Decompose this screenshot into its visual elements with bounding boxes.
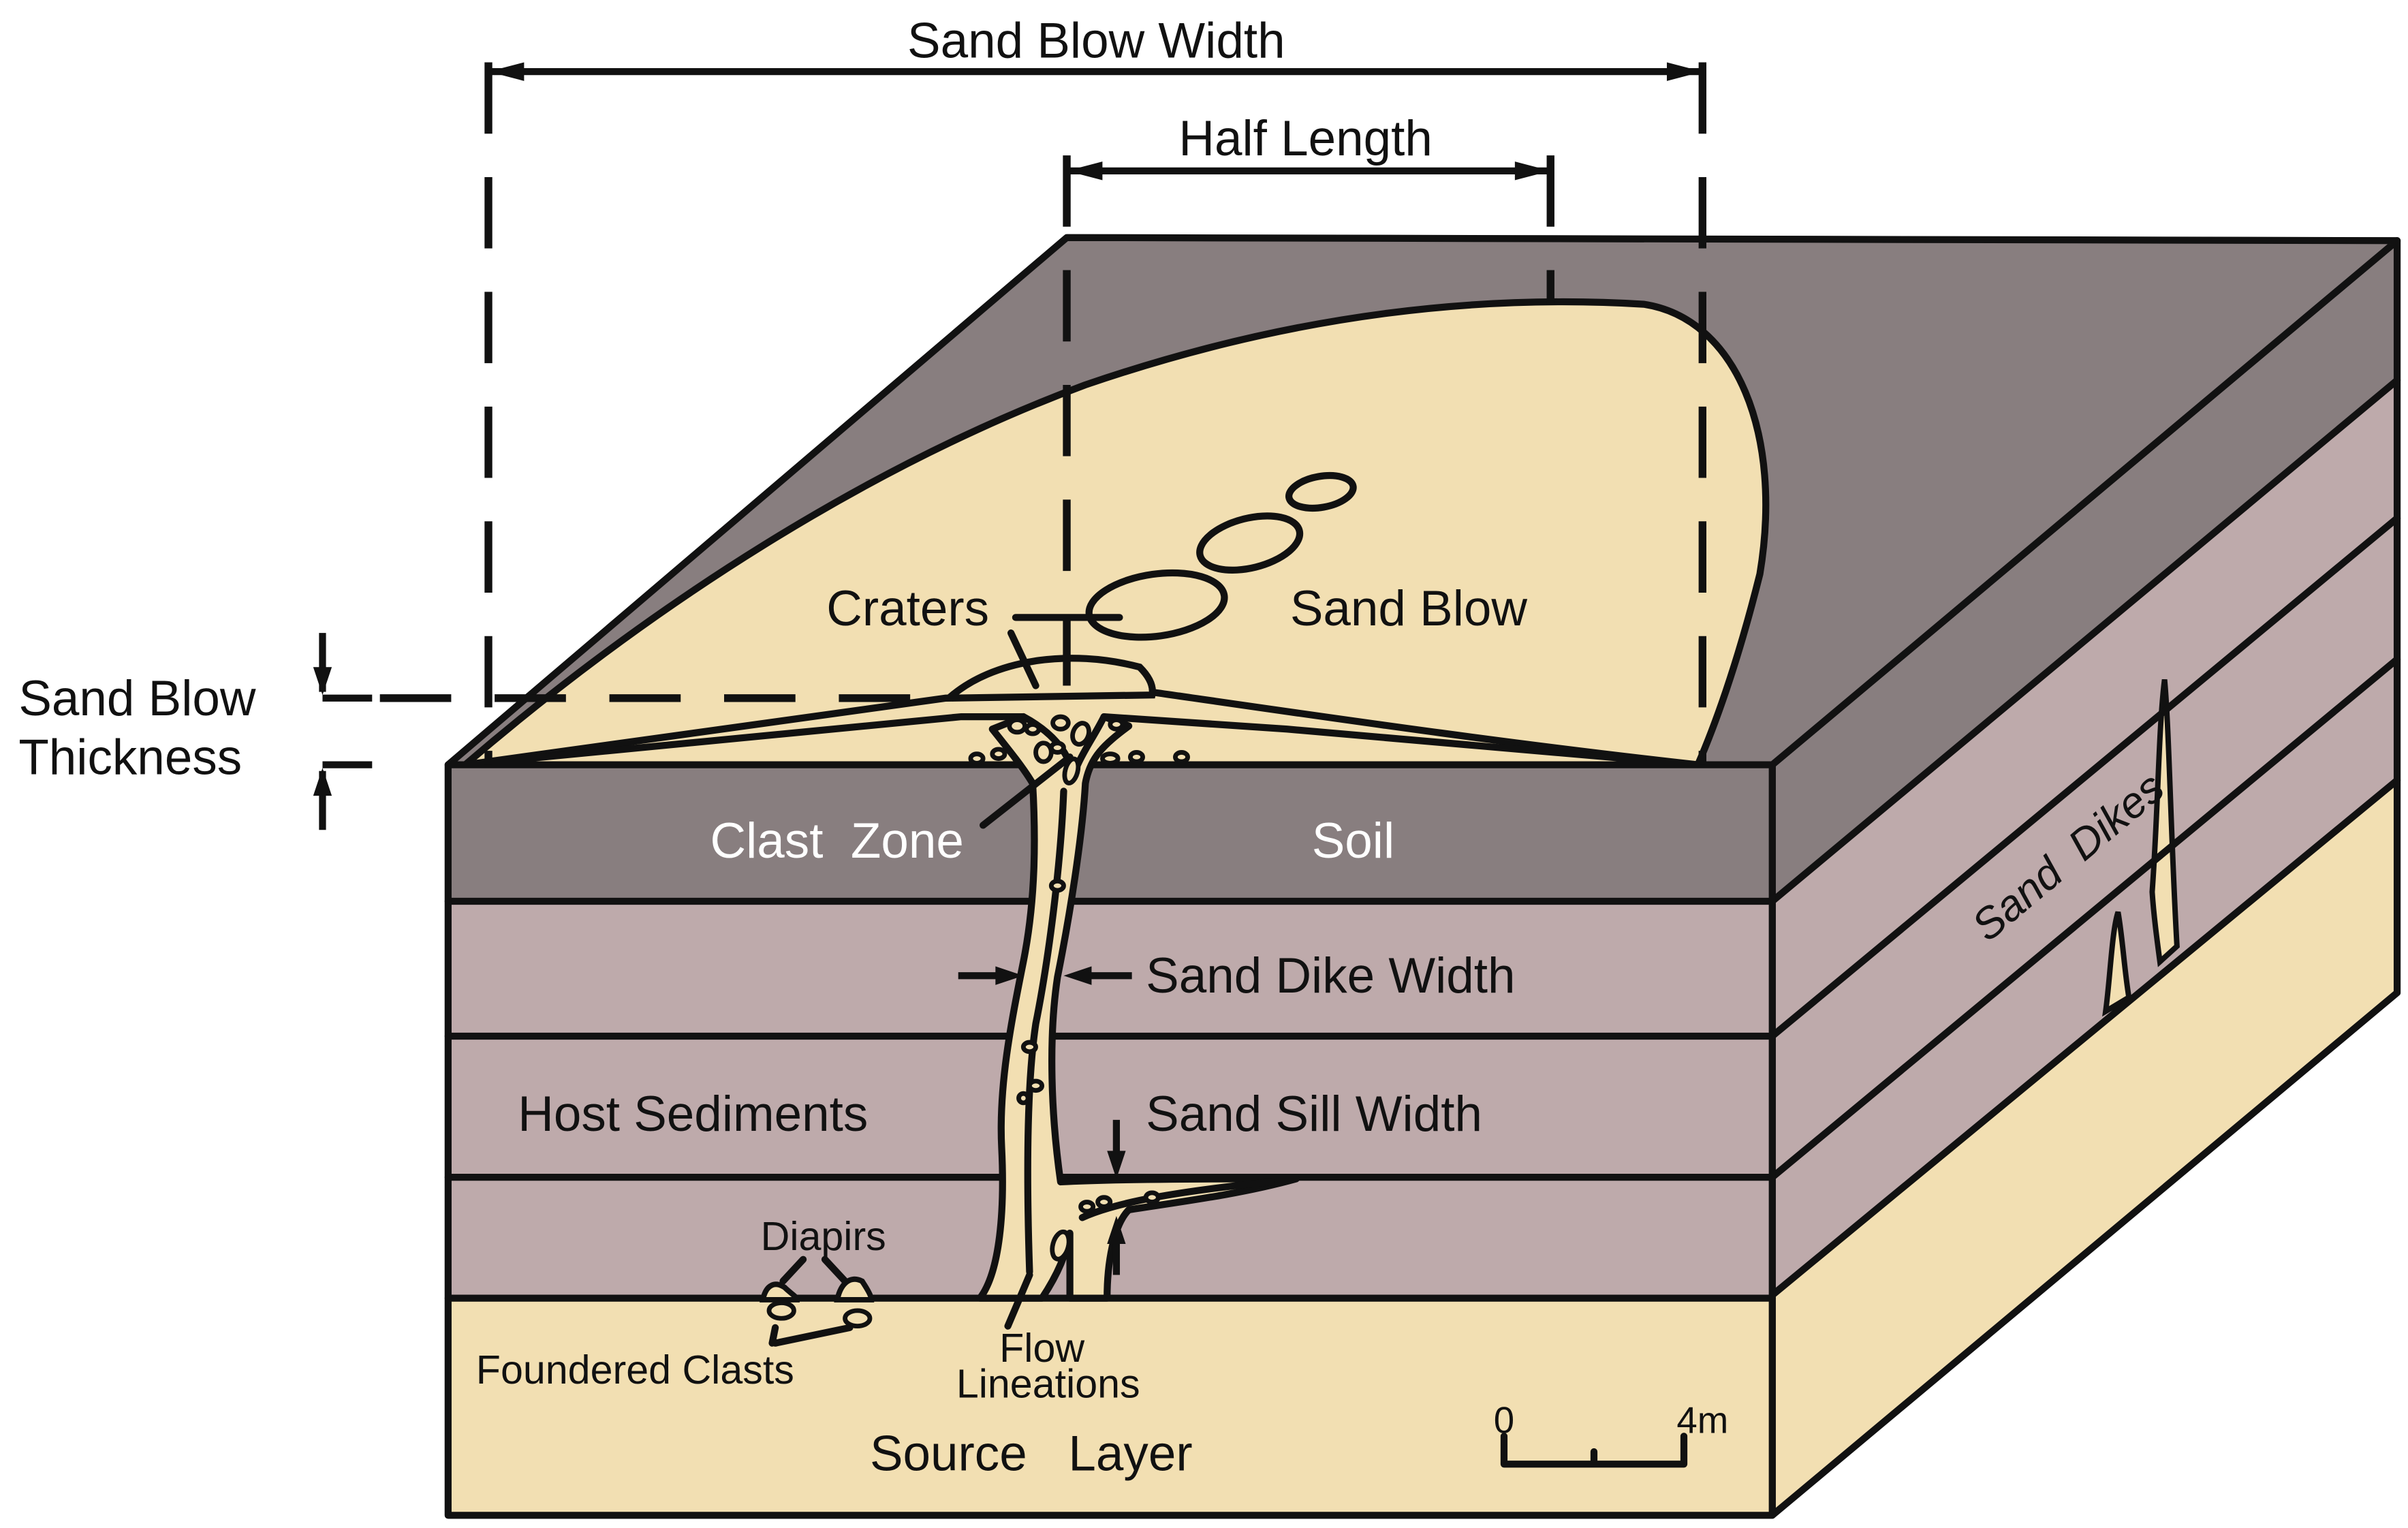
label-host-sediments: Host Sediments	[518, 1087, 868, 1142]
dike-width-arrowhead-left	[995, 966, 1024, 985]
dike-width-arrowhead-right	[1063, 966, 1092, 985]
flow-lineation-1	[1024, 788, 1067, 1276]
label-craters: Craters	[826, 581, 989, 636]
label-source-layer: Source Layer	[870, 1426, 1193, 1481]
front-soil-layer	[448, 764, 1772, 901]
thickness-arrowhead-top	[313, 667, 332, 696]
foundered-clast-1	[766, 1300, 796, 1321]
label-scale-max: 4m	[1676, 1400, 1728, 1441]
crater-mound	[939, 655, 1156, 702]
side-host-layer-1	[1772, 380, 2398, 1036]
label-flow: Flow	[999, 1325, 1084, 1371]
flow-leader	[1004, 1271, 1033, 1330]
side-soil-layer	[1772, 240, 2398, 901]
side-host-layer-2	[1772, 518, 2398, 1178]
half-length-arrow-right	[1514, 161, 1551, 181]
lens-inner-line-right	[1100, 713, 1647, 764]
clasts	[968, 714, 1191, 1262]
label-clast-zone: Clast Zone	[710, 813, 964, 869]
lens-inner-line-left	[508, 713, 1027, 764]
foundered-clast-2	[843, 1308, 873, 1329]
front-host-layer-1	[448, 901, 1772, 1036]
label-soil: Soil	[1312, 813, 1394, 869]
label-sand-blow-width: Sand Blow Width	[907, 14, 1285, 69]
label-scale-min: 0	[1494, 1400, 1514, 1441]
crater-2	[1196, 512, 1304, 574]
label-sand-blow: Sand Blow	[1290, 581, 1528, 636]
label-diapirs: Diapirs	[761, 1213, 886, 1259]
side-layer-lines	[1768, 377, 2401, 1299]
sand-blow-width-arrow-right	[1666, 62, 1703, 81]
craters-leader-2	[1007, 629, 1039, 689]
crater-3	[1285, 471, 1357, 512]
side-source-layer	[1772, 780, 2398, 1516]
label-sand-blow-thickness-1: Sand Blow	[18, 671, 256, 726]
sand-blow-width-arrow-left	[488, 62, 525, 81]
half-length-arrow-left	[1067, 161, 1103, 181]
sill-width-arrowhead-bottom	[1107, 1216, 1126, 1244]
label-sand-dike-width: Sand Dike Width	[1146, 948, 1515, 1003]
label-half-length: Half Length	[1178, 111, 1433, 166]
thickness-arrowhead-bottom	[313, 768, 332, 796]
label-sand-sill-width: Sand Sill Width	[1146, 1087, 1482, 1142]
side-sand-dike-tall	[2149, 679, 2180, 967]
label-sand-blow-thickness-2: Thickness	[18, 730, 242, 785]
side-sand-dike-short	[2102, 911, 2132, 1017]
front-face	[444, 761, 1776, 1519]
scale-bar	[1500, 1433, 1688, 1468]
side-host-layer-3	[1772, 659, 2398, 1296]
sand-blow-deposit	[456, 298, 1770, 768]
diapirs-leader	[779, 1256, 849, 1285]
label-lineations: Lineations	[956, 1360, 1140, 1406]
clast-zone-leader	[980, 753, 1074, 829]
label-foundered-clasts: Foundered Clasts	[476, 1347, 794, 1392]
foundered-leader	[768, 1324, 854, 1347]
sill-width-arrowhead-top	[1107, 1151, 1126, 1179]
front-source-layer	[448, 1298, 1772, 1516]
front-layer-lines	[444, 897, 1776, 1302]
